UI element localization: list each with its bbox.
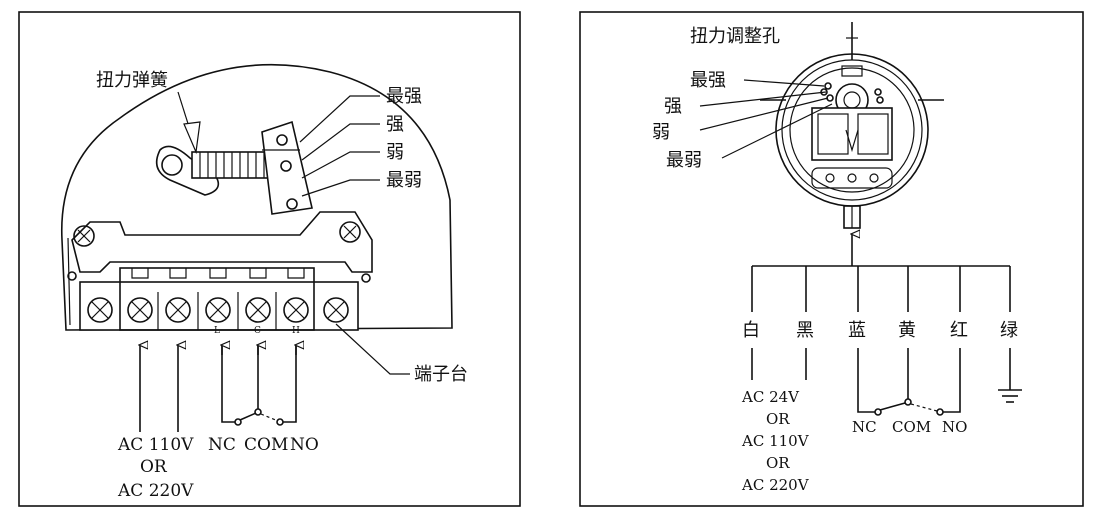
strength-label-weak: 弱 (386, 142, 404, 163)
lower-leads (751, 348, 961, 416)
terminal-mark-l: L (214, 326, 220, 336)
strength-label-strongest-right: 最强 (690, 70, 726, 91)
switch-label-com-right: COM (892, 418, 931, 436)
terminal-block-leader (335, 323, 410, 375)
wire-color-white: 白 (742, 320, 760, 341)
strength-label-weak-right: 弱 (652, 122, 670, 143)
right-panel: 扭力调整孔 (579, 11, 1084, 507)
bracket-screw-left (73, 225, 95, 247)
switch-device (760, 22, 944, 229)
terminal-mark-h: H (292, 326, 300, 336)
strength-label-strongest: 最强 (386, 86, 422, 107)
spring-slot (155, 145, 220, 196)
torsion-spring (191, 151, 273, 179)
switch-label-nc-right: NC (852, 418, 877, 436)
terminal-mark-c: C (254, 326, 261, 336)
wire-color-green: 绿 (1000, 320, 1018, 341)
terminal-block-label: 端子台 (414, 364, 468, 385)
adjust-hole-label: 扭力调整孔 (690, 26, 780, 47)
terminal-block (79, 267, 359, 331)
wire-color-red: 红 (950, 320, 968, 341)
adjustment-plate (261, 120, 313, 215)
left-panel: 最强 强 弱 最弱 扭力弹簧 (18, 11, 521, 507)
power-line-2-left: AC 220V (117, 481, 194, 501)
ground-icon (998, 348, 1022, 403)
bracket (71, 211, 373, 273)
power-line-3-right: AC 220V (741, 476, 810, 494)
switch-label-no-right: NO (942, 418, 967, 436)
wire-color-blue: 蓝 (848, 320, 866, 341)
wire-color-yellow: 黄 (898, 320, 916, 341)
switch-label-com-left: COM (244, 435, 288, 455)
left-panel-frame (18, 11, 521, 507)
wire-harness (751, 265, 1011, 312)
strength-label-weakest: 最弱 (386, 170, 422, 191)
power-line-or-left: OR (140, 457, 168, 477)
switch-label-no-left: NO (290, 435, 319, 455)
power-line-or2-right: OR (766, 454, 790, 472)
power-line-1-left: AC 110V (117, 435, 194, 455)
strength-label-strong-right: 强 (664, 96, 682, 117)
switch-leads (222, 345, 296, 426)
right-panel-frame (579, 11, 1084, 507)
spring-label: 扭力弹簧 (96, 70, 168, 91)
power-line-or1-right: OR (766, 410, 790, 428)
power-leads (140, 345, 178, 432)
strength-leaders-left (299, 95, 380, 197)
power-line-1-right: AC 24V (741, 388, 800, 406)
strength-leaders-right (699, 79, 833, 159)
switch-label-nc-left: NC (208, 435, 236, 455)
strength-label-weakest-right: 最弱 (666, 150, 702, 171)
strength-label-strong: 强 (386, 114, 404, 135)
power-line-2-right: AC 110V (741, 432, 810, 450)
bracket-screw-right (339, 221, 361, 243)
motor-housing-outline (60, 63, 453, 331)
wire-color-black: 黑 (796, 320, 814, 341)
terminal-screws (87, 297, 349, 323)
